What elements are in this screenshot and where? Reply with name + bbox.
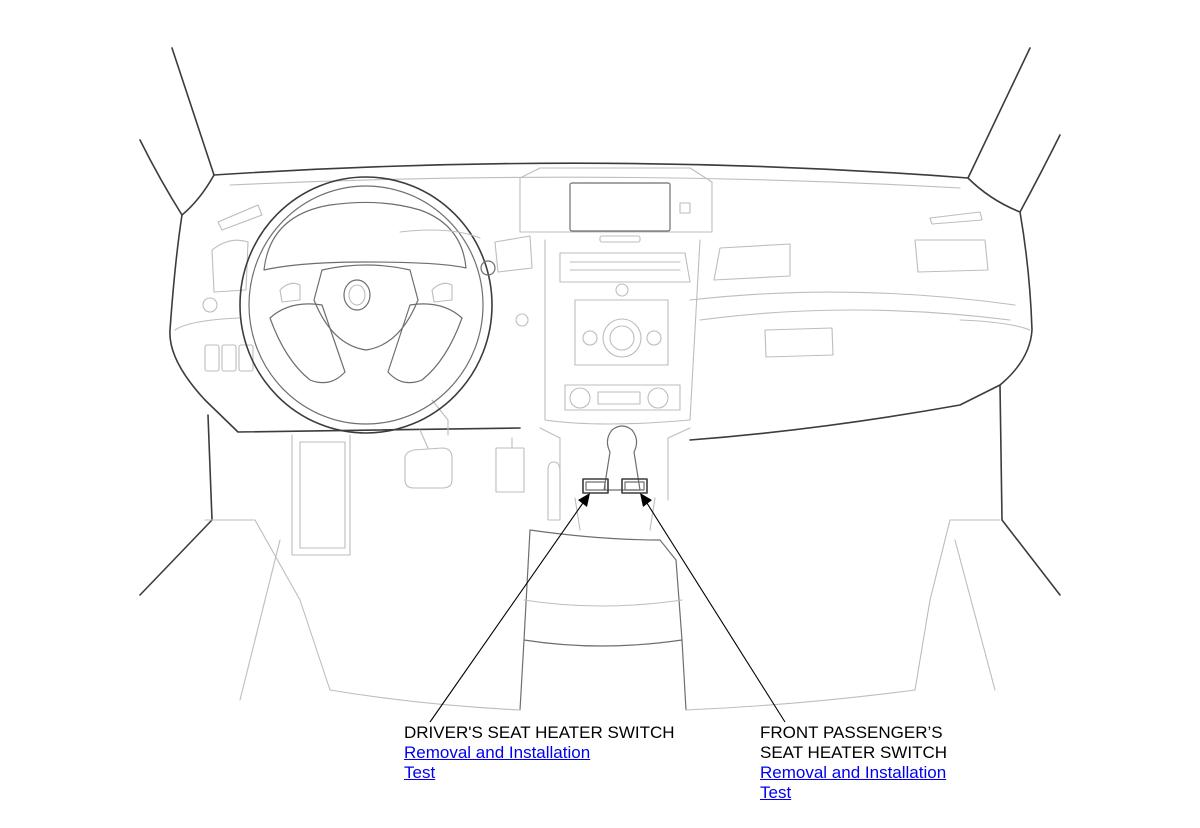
- a-pillars: [139, 47, 1061, 216]
- passenger-seat-heater-switch: [621, 478, 648, 494]
- passenger-seat-heater-title-line2: SEAT HEATER SWITCH: [760, 743, 948, 762]
- passenger-seat-heater-title-line1: FRONT PASSENGER’S: [760, 723, 943, 742]
- driver-removal-installation-link[interactable]: Removal and Installation: [404, 743, 591, 762]
- dashboard-outline: [169, 162, 1033, 441]
- right-dash-details: [399, 211, 1016, 358]
- center-stack: [519, 167, 713, 425]
- passenger-test-link[interactable]: Test: [760, 783, 792, 802]
- leader-line-driver: [429, 493, 590, 723]
- passenger-seat-heater-callout: FRONT PASSENGER’S SEAT HEATER SWITCH Rem…: [760, 723, 947, 803]
- steering-wheel: [239, 176, 496, 434]
- driver-test-link[interactable]: Test: [404, 763, 436, 782]
- center-console: [519, 425, 691, 711]
- leader-line-passenger: [640, 493, 786, 723]
- left-dash-details: [202, 204, 525, 556]
- driver-seat-heater-callout: DRIVER'S SEAT HEATER SWITCH Removal and …: [404, 723, 675, 783]
- passenger-removal-installation-link[interactable]: Removal and Installation: [760, 763, 947, 782]
- floor-outline: [139, 384, 1061, 711]
- driver-seat-heater-switch: [582, 478, 609, 494]
- driver-seat-heater-title: DRIVER'S SEAT HEATER SWITCH: [404, 723, 675, 742]
